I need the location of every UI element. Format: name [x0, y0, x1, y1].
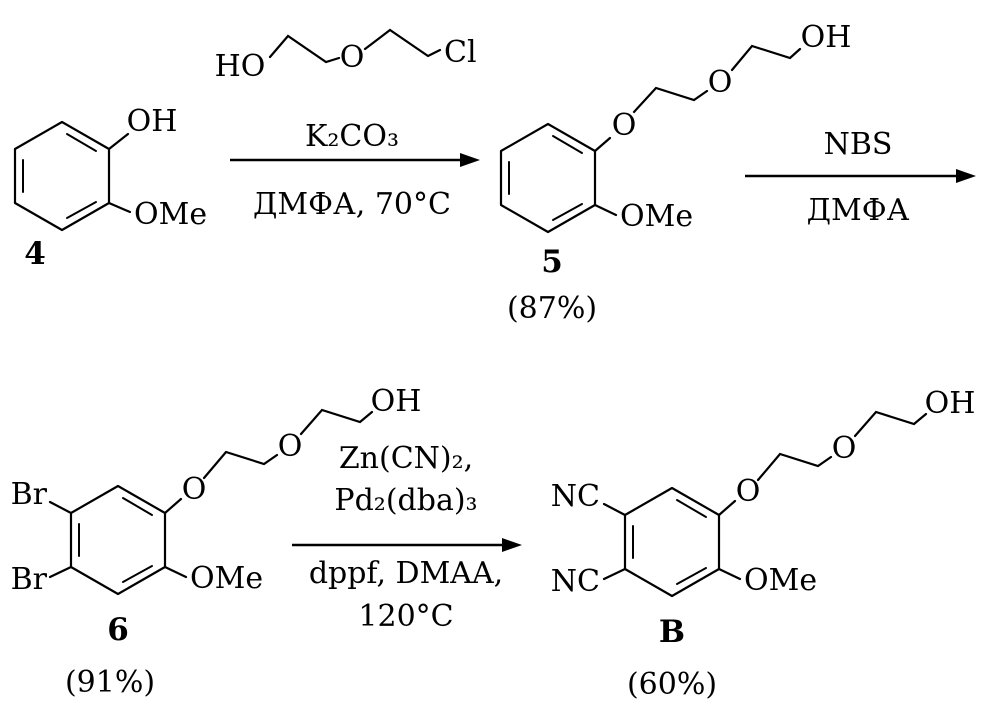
ome-label: OMe	[134, 197, 207, 232]
compound-number: B	[659, 614, 685, 650]
conditions-below-line1: dppf, DMAA,	[309, 556, 503, 591]
compound-4: OH OMe 4	[13, 104, 207, 272]
reagent-above-line1: Zn(CN)₂,	[339, 441, 473, 476]
ether-o-mid-label: O	[832, 431, 857, 466]
reaction-arrow-3: Zn(CN)₂, Pd₂(dba)₃ dppf, DMAA, 120°C	[292, 441, 522, 634]
ho-label: HO	[215, 49, 266, 84]
oh-label: OH	[925, 386, 976, 421]
conditions-below-line2: 120°C	[358, 599, 453, 634]
benzene-ring	[623, 486, 721, 598]
cl-label: Cl	[444, 35, 477, 70]
compound-number: 6	[107, 612, 129, 648]
substituent-bonds	[602, 410, 928, 581]
ome-label: OMe	[744, 563, 817, 598]
conditions-below: ДМФА	[807, 193, 910, 228]
compound-number: 4	[24, 236, 46, 272]
oh-label: OH	[371, 384, 422, 419]
oh-label: OH	[801, 20, 852, 55]
ether-o-ring-label: O	[612, 108, 637, 143]
yield-label: (91%)	[65, 665, 155, 700]
chloroethoxyethanol-structure: HO O Cl	[215, 28, 477, 84]
compound-number: 5	[541, 244, 563, 280]
reaction-arrow-2: NBS ДМФА	[745, 127, 976, 228]
compound-6: Br Br O O OH OMe 6 (91%)	[11, 384, 422, 700]
cn-label-bottom: NC	[551, 564, 600, 599]
ether-o-mid-label: O	[708, 65, 733, 100]
aromatic-double-bonds	[508, 135, 583, 221]
br-label-bottom: Br	[11, 562, 48, 597]
yield-label: (60%)	[627, 667, 717, 702]
reagent-above: K₂CO₃	[305, 119, 399, 154]
arrow-head	[956, 169, 976, 183]
oh-label: OH	[127, 104, 178, 139]
reaction-arrow-1: K₂CO₃ ДМФА, 70°C	[230, 119, 480, 222]
substituent-bonds	[593, 44, 802, 217]
ether-o-mid-label: O	[278, 429, 303, 464]
compound-5: O O OH OMe 5 (87%)	[499, 20, 852, 326]
aromatic-double-bonds	[78, 497, 153, 583]
benzene-ring	[13, 120, 111, 232]
aromatic-double-bonds	[632, 499, 707, 585]
compound-b: NC NC O O OH OMe B (60%)	[551, 386, 976, 702]
ether-o-ring-label: O	[736, 474, 761, 509]
ome-label: OMe	[620, 199, 693, 234]
reagent-above-line2: Pd₂(dba)₃	[334, 483, 477, 518]
benzene-ring	[499, 122, 597, 234]
arrow-head	[502, 538, 522, 552]
conditions-below: ДМФА, 70°C	[253, 187, 451, 222]
reagent-above: NBS	[824, 127, 893, 162]
chain-bonds	[268, 28, 442, 64]
br-label-top: Br	[11, 477, 48, 512]
substituent-bonds	[107, 132, 132, 214]
cn-label-top: NC	[551, 479, 600, 514]
arrow-head	[460, 153, 480, 167]
benzene-ring	[69, 484, 167, 596]
substituent-bonds	[48, 408, 374, 579]
ether-o-ring-label: O	[182, 472, 207, 507]
aromatic-double-bonds	[22, 133, 97, 219]
ether-o-label: O	[340, 40, 365, 75]
ome-label: OMe	[190, 561, 263, 596]
yield-label: (87%)	[507, 291, 597, 326]
